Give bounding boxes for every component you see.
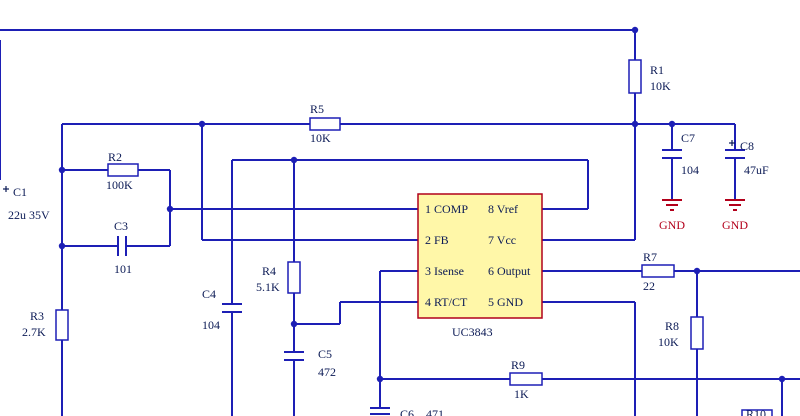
pin-5-gnd: 5 GND xyxy=(488,295,523,309)
gnd-label-c8: GND xyxy=(722,218,748,232)
resistor-R8: R8 10K xyxy=(658,316,704,350)
wires xyxy=(0,29,800,416)
C1-ref: C1 xyxy=(13,185,27,199)
pin-2-fb: 2 FB xyxy=(425,233,449,247)
R2-value: 100K xyxy=(106,178,133,192)
C7-ref: C7 xyxy=(681,131,695,145)
resistor-R10: R10 xyxy=(741,407,773,416)
capacitor-C7: C7 104 xyxy=(662,131,699,177)
gnd-label-c7: GND xyxy=(659,218,685,232)
R7-ref: R7 xyxy=(643,250,657,264)
R7-value: 22 xyxy=(643,279,655,293)
pin-4-rtct: 4 RT/CT xyxy=(425,295,468,309)
R8-ref: R8 xyxy=(665,319,679,333)
C1-value: 22u 35V xyxy=(8,208,50,222)
ground-C7: GND xyxy=(659,199,685,232)
ic-uc3843: 1 COMP 2 FB 3 Isense 4 RT/CT 8 Vref 7 Vc… xyxy=(417,193,543,339)
resistor-R5: R5 10K xyxy=(309,102,341,145)
R3-ref: R3 xyxy=(30,309,44,323)
pin-8-vref: 8 Vref xyxy=(488,202,518,216)
capacitor-C5: C5 472 xyxy=(284,347,336,379)
R5-ref: R5 xyxy=(310,102,324,116)
R8-value: 10K xyxy=(658,335,679,349)
C8-value: 47uF xyxy=(744,163,769,177)
pin-1-comp: 1 COMP xyxy=(425,202,468,216)
capacitor-C4: C4 104 xyxy=(202,287,242,332)
capacitor-C1: C1 22u 35V xyxy=(3,185,50,222)
R9-ref: R9 xyxy=(511,358,525,372)
ground-C8: GND xyxy=(722,199,748,232)
C6-value: 471 xyxy=(426,407,444,416)
resistor-R3: R3 2.7K xyxy=(22,309,69,341)
resistor-R4: R4 5.1K xyxy=(256,261,301,294)
pin-7-vcc: 7 Vcc xyxy=(488,233,516,247)
R2-ref: R2 xyxy=(108,150,122,164)
C5-value: 472 xyxy=(318,365,336,379)
R1-value: 10K xyxy=(650,79,671,93)
R3-value: 2.7K xyxy=(22,325,46,339)
capacitor-C6: C6 471 xyxy=(370,407,444,416)
R1-ref: R1 xyxy=(650,63,664,77)
R4-value: 5.1K xyxy=(256,280,280,294)
pin-6-output: 6 Output xyxy=(488,264,531,278)
R10-ref: R10 xyxy=(746,407,766,416)
R5-value: 10K xyxy=(310,131,331,145)
C5-ref: C5 xyxy=(318,347,332,361)
resistor-R7: R7 22 xyxy=(641,250,675,293)
C8-ref: C8 xyxy=(740,139,754,153)
C6-ref: C6 xyxy=(400,407,414,416)
resistor-R1: R1 10K xyxy=(628,59,671,94)
C7-value: 104 xyxy=(681,163,699,177)
C4-value: 104 xyxy=(202,318,220,332)
R9-value: 1K xyxy=(514,387,529,401)
resistor-R9: R9 1K xyxy=(509,358,543,401)
C3-value: 101 xyxy=(114,262,132,276)
capacitor-C3: C3 101 xyxy=(114,219,132,276)
R4-ref: R4 xyxy=(262,264,276,278)
C3-ref: C3 xyxy=(114,219,128,233)
junction-dots xyxy=(58,26,786,383)
resistor-R2: R2 100K xyxy=(106,150,139,192)
ic-name: UC3843 xyxy=(452,325,493,339)
capacitor-C8: C8 47uF xyxy=(725,139,769,177)
pin-3-isense: 3 Isense xyxy=(425,264,464,278)
C4-ref: C4 xyxy=(202,287,216,301)
